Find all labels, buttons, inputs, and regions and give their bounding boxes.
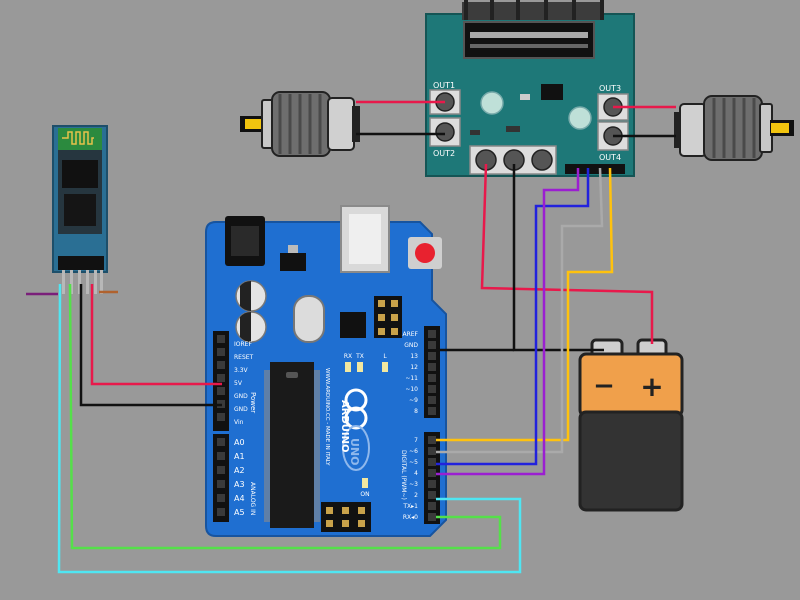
led-l <box>382 362 388 372</box>
control-header <box>565 164 625 174</box>
power-label: Power <box>249 392 257 413</box>
led-rx <box>345 362 351 372</box>
pin-9: ~9 <box>409 397 418 404</box>
pin-3: ~3 <box>409 481 418 488</box>
pin-13: 13 <box>410 353 418 360</box>
pin-10: ~10 <box>405 386 418 393</box>
pin-aref: AREF <box>402 331 418 338</box>
led-label-l: L <box>383 353 387 360</box>
led-label-rx: RX <box>344 353 352 360</box>
wire-in-blue <box>436 168 590 466</box>
heatsink <box>462 2 604 20</box>
pin-11: ~11 <box>405 375 418 382</box>
pin-a1: A1 <box>234 452 245 461</box>
motor-left <box>240 91 360 157</box>
pin-ioref: IOREF <box>234 341 252 348</box>
icsp-header-bottom <box>321 502 371 532</box>
led-tx <box>357 362 363 372</box>
led-on <box>362 478 368 488</box>
arduino-uno-board: RX TX L ON ARDUINO UNO WWW.ARDUINO.CC - … <box>205 205 447 537</box>
pin-8: 8 <box>414 408 418 415</box>
pin-4: 4 <box>414 470 418 477</box>
wire-bt-vcc <box>90 284 222 386</box>
wire-in-yellow <box>436 167 614 442</box>
pin-5v: 5V <box>234 380 243 387</box>
wire-bt-gnd <box>79 284 222 407</box>
capacitor-2 <box>235 311 267 343</box>
pin-12: 12 <box>410 364 418 371</box>
pin-7: 7 <box>414 437 418 444</box>
pin-a4: A4 <box>234 494 245 503</box>
pin-gnd-digital: GND <box>404 342 418 349</box>
pin-reset: RESET <box>234 354 254 361</box>
wire-bt-tx <box>68 283 502 550</box>
battery-body-bottom <box>578 410 684 512</box>
battery-9v: − + <box>578 338 684 512</box>
bt-header <box>58 256 104 270</box>
digital-label: DIGITAL (PWM~) <box>400 450 407 500</box>
arduino-site: WWW.ARDUINO.CC - MADE IN ITALY <box>324 368 330 466</box>
on-label: ON <box>360 491 369 498</box>
label-out1: OUT1 <box>433 81 455 90</box>
uno-badge <box>342 425 370 471</box>
analog-label: ANALOG IN <box>249 482 256 515</box>
wire-in-purple <box>436 168 580 476</box>
digital-header-top <box>424 326 440 418</box>
icsp-header-top <box>374 296 402 338</box>
label-out3: OUT3 <box>599 84 621 93</box>
pin-rx0: RX◂0 <box>403 514 418 521</box>
power-header <box>213 331 229 431</box>
pin-gnd-2: GND <box>234 406 248 413</box>
motor-driver-board: OUT1 OUT2 OUT3 OUT4 <box>425 0 635 177</box>
pin-gnd-1: GND <box>234 393 248 400</box>
pin-3v3: 3.3V <box>234 367 249 374</box>
motor-right <box>674 95 794 161</box>
analog-header <box>213 434 229 522</box>
atmega-chip <box>264 362 320 528</box>
pin-vin: Vin <box>234 419 244 426</box>
wire-bt-rx <box>57 283 522 574</box>
arduino-logo <box>342 388 370 471</box>
arduino-model: UNO <box>348 438 361 466</box>
battery-minus-label: − <box>593 371 615 401</box>
label-out2: OUT2 <box>433 149 455 158</box>
pin-a2: A2 <box>234 466 245 475</box>
capacitor-1 <box>235 280 267 312</box>
wires <box>26 100 676 574</box>
pin-5: ~5 <box>409 459 418 466</box>
pin-tx1: TX▸1 <box>402 503 418 510</box>
label-out4: OUT4 <box>599 153 621 162</box>
bluetooth-module <box>52 125 108 294</box>
crystal-oscillator <box>293 295 325 343</box>
driver-ic <box>463 21 595 59</box>
battery-plus-label: + <box>640 370 663 403</box>
wire-in-gray <box>436 167 604 454</box>
usb-chip <box>340 312 366 338</box>
pin-a0: A0 <box>234 438 245 447</box>
led-label-tx: TX <box>355 353 364 360</box>
voltage-regulator <box>280 253 306 271</box>
digital-header-bottom <box>424 432 440 524</box>
pin-2: 2 <box>414 492 418 499</box>
arduino-brand: ARDUINO <box>339 400 350 452</box>
wire-ground-common <box>512 164 604 352</box>
pin-a3: A3 <box>234 480 245 489</box>
pin-a5: A5 <box>234 508 245 517</box>
pin-6: ~6 <box>409 448 418 455</box>
